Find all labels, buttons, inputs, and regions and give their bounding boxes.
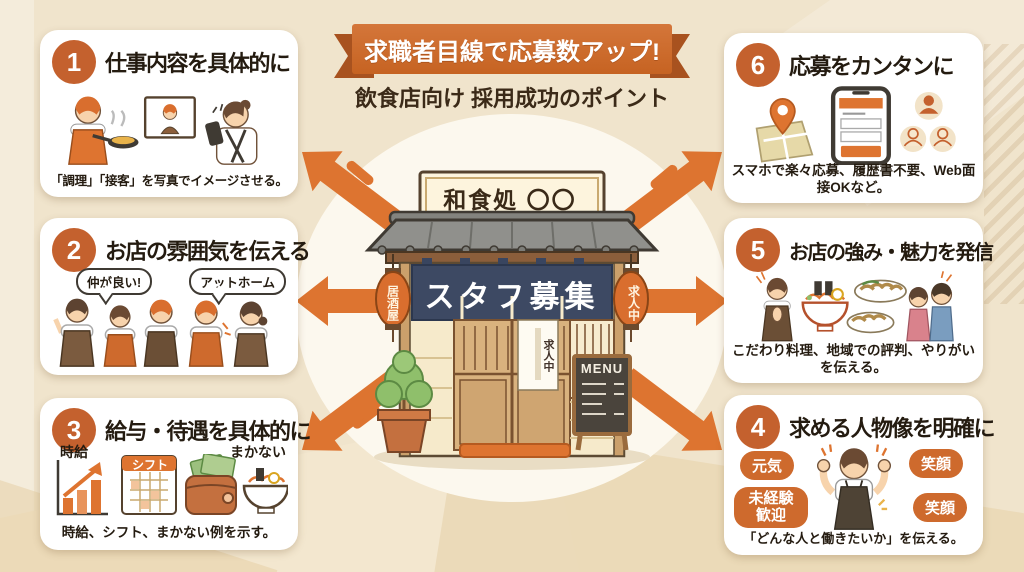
gyoza-plate-icon bbox=[846, 279, 907, 334]
point-card-3: 3 給与・待遇を具体的に 時給 シフト まかない bbox=[40, 398, 312, 550]
point-title: 給与・待遇を具体的に bbox=[105, 419, 312, 444]
point6-illustration bbox=[734, 85, 974, 166]
noren-text: スタフ募集 bbox=[424, 281, 600, 314]
door-mat bbox=[459, 443, 571, 458]
point-card-5: 5 お店の強み・魅力を発信 bbox=[724, 218, 994, 383]
wage-chart-icon bbox=[56, 460, 108, 516]
poster-text: 求人中 bbox=[542, 338, 554, 372]
point-title: 求める人物像を明確に bbox=[789, 416, 996, 441]
staff-icon bbox=[755, 271, 793, 342]
trait-badge: 未経験歓迎 bbox=[734, 487, 808, 528]
staff-team-illustration bbox=[51, 280, 287, 370]
map-pin-icon bbox=[755, 98, 814, 163]
smartphone-form-icon bbox=[830, 86, 891, 166]
applicants-icon bbox=[900, 91, 956, 152]
customers-icon bbox=[906, 271, 954, 342]
point-caption: スマホで楽々応募、履歴書不要、Web面接OKなど。 bbox=[731, 163, 976, 196]
point-title: 応募をカンタンに bbox=[789, 54, 955, 79]
trait-badge: 笑顔 bbox=[912, 493, 967, 522]
point-card-4: 4 求める人物像を明確に 元気 笑顔 未経験歓迎 笑顔 「どんな人と働きたいか」… bbox=[724, 395, 996, 555]
point-caption: 「調理」「接客」を写真でイメージさせる。 bbox=[50, 174, 288, 188]
header-ribbon-text: 求職者目線で応募数アップ! bbox=[364, 38, 660, 66]
point3-icons bbox=[50, 452, 290, 518]
wage-label: 時給 bbox=[60, 444, 88, 460]
point-card-1: 1 仕事内容を具体的に bbox=[40, 30, 298, 197]
shift-label: シフト bbox=[131, 458, 168, 472]
restaurant-illustration: 和食処 〇〇 スタフ募集 居酒屋 求人中 求人中 MENU bbox=[362, 158, 662, 473]
shop-sign-text: 和食処 〇〇 bbox=[443, 187, 577, 213]
cooking-pan-icon bbox=[68, 96, 139, 165]
lantern-right-text: 求人中 bbox=[626, 285, 641, 321]
header-subtitle: 飲食店向け 採用成功のポイント bbox=[354, 86, 670, 111]
point-card-6: 6 応募をカンタンに bbox=[724, 33, 983, 203]
point-title: お店の雰囲気を伝える bbox=[105, 239, 311, 264]
point-number-badge: 2 bbox=[52, 228, 96, 272]
point-caption: 「どんな人と働きたいか」を伝える。 bbox=[743, 531, 964, 546]
point-title: お店の強み・魅力を発信 bbox=[789, 241, 994, 264]
speech-bubble: 仲が良い! bbox=[76, 268, 153, 295]
framed-photo-icon bbox=[143, 96, 196, 139]
wallet-icon bbox=[185, 452, 237, 515]
camera-phone-icon bbox=[205, 99, 258, 165]
flexing-man-icon bbox=[809, 439, 899, 531]
trait-badge: 元気 bbox=[740, 451, 795, 480]
shift-calendar-icon bbox=[121, 455, 177, 515]
ramen-bowl-icon bbox=[242, 468, 290, 514]
bg-left-band bbox=[0, 0, 34, 572]
bg-stripes bbox=[984, 44, 1024, 304]
point-number-badge: 1 bbox=[52, 40, 96, 84]
point1-illustration bbox=[49, 86, 289, 168]
point-number-badge: 5 bbox=[736, 228, 780, 272]
point-number-badge: 6 bbox=[736, 43, 780, 87]
point-caption: 時給、シフト、まかない例を示す。 bbox=[61, 525, 277, 540]
noren-curtain-icon bbox=[411, 258, 613, 321]
lantern-left-text: 居酒屋 bbox=[385, 285, 400, 321]
meal-label: まかない bbox=[230, 444, 286, 460]
point-card-2: 2 お店の雰囲気を伝える 仲が良い! アットホーム bbox=[40, 218, 311, 375]
trait-badge: 笑顔 bbox=[908, 449, 963, 478]
ramen-bowl-icon bbox=[801, 281, 849, 332]
point5-illustration bbox=[734, 268, 974, 344]
point-number-badge: 3 bbox=[52, 408, 96, 452]
point-number-badge: 4 bbox=[736, 405, 780, 449]
point-caption: こだわり料理、地域での評判、やりがいを伝える。 bbox=[732, 343, 975, 376]
header-ribbon: 求職者目線で応募数アップ! bbox=[352, 24, 672, 74]
point-title: 仕事内容を具体的に bbox=[105, 51, 291, 76]
speech-bubble: アットホーム bbox=[189, 268, 286, 295]
menu-board-text: MENU bbox=[580, 361, 624, 376]
